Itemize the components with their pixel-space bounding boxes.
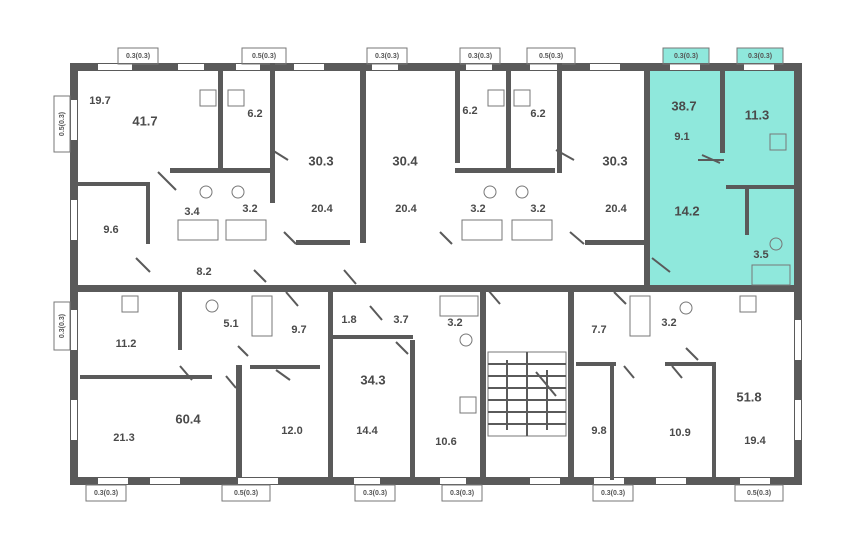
balcony-label: 0.5(0.3) xyxy=(234,490,258,497)
balcony-label: 0.3(0.3) xyxy=(59,314,66,338)
balcony-label: 0.3(0.3) xyxy=(450,490,474,497)
balcony-label: 0.3(0.3) xyxy=(375,53,399,60)
balcony-label: 0.3(0.3) xyxy=(748,53,772,60)
stairs-icon xyxy=(487,351,567,437)
area-label: 3.2 xyxy=(447,317,462,329)
area-label: 3.2 xyxy=(661,317,676,329)
area-label: 12.0 xyxy=(281,425,302,437)
balcony-label: 0.3(0.3) xyxy=(468,53,492,60)
area-label: 3.4 xyxy=(184,206,200,218)
area-label: 38.7 xyxy=(671,98,696,113)
area-label: 34.3 xyxy=(360,372,385,387)
area-label: 9.7 xyxy=(291,324,306,336)
area-label: 10.9 xyxy=(669,427,690,439)
area-label: 14.2 xyxy=(674,203,699,218)
area-label: 30.3 xyxy=(602,153,627,168)
area-label: 20.4 xyxy=(395,203,417,215)
area-label: 3.7 xyxy=(393,314,408,326)
area-label: 9.8 xyxy=(591,425,606,437)
area-label: 21.3 xyxy=(113,432,134,444)
balcony-label: 0.5(0.3) xyxy=(59,112,66,136)
area-label: 10.6 xyxy=(435,436,456,448)
area-label: 20.4 xyxy=(605,203,627,215)
area-label: 51.8 xyxy=(736,389,761,404)
area-label: 3.2 xyxy=(470,203,485,215)
balcony-label: 0.3(0.3) xyxy=(94,490,118,497)
area-label: 11.3 xyxy=(745,107,770,122)
interior-walls xyxy=(78,63,796,480)
fixtures xyxy=(177,219,791,337)
balcony-label: 0.5(0.3) xyxy=(252,53,276,60)
doors xyxy=(135,149,724,389)
area-label: 14.4 xyxy=(356,425,378,437)
balcony-label: 0.5(0.3) xyxy=(747,490,771,497)
windows xyxy=(71,64,801,484)
area-label: 9.1 xyxy=(674,131,689,143)
balcony-label: 0.3(0.3) xyxy=(601,490,625,497)
area-label: 30.4 xyxy=(392,153,418,168)
balcony-label: 0.3(0.3) xyxy=(363,490,387,497)
toilet-icon xyxy=(199,185,783,347)
room-labels: 41.7 19.7 6.2 3.4 3.2 9.6 8.2 30.3 20.4 … xyxy=(89,95,769,448)
area-label: 3.5 xyxy=(753,249,768,261)
area-label: 19.4 xyxy=(744,435,766,447)
stove-icon xyxy=(121,89,787,414)
area-label: 3.2 xyxy=(530,203,545,215)
area-label: 6.2 xyxy=(530,108,545,120)
area-label: 11.2 xyxy=(116,338,137,350)
area-label: 9.6 xyxy=(103,224,118,236)
balcony-label: 0.5(0.3) xyxy=(539,53,563,60)
area-label: 30.3 xyxy=(308,153,333,168)
balcony-label: 0.3(0.3) xyxy=(674,53,698,60)
area-label: 3.2 xyxy=(242,203,257,215)
area-label: 19.7 xyxy=(89,95,110,107)
area-label: 7.7 xyxy=(591,324,606,336)
area-label: 8.2 xyxy=(196,266,211,278)
balconies xyxy=(53,47,784,502)
highlight-balcony-2 xyxy=(737,48,783,66)
outer-walls xyxy=(70,63,802,485)
area-label: 41.7 xyxy=(132,113,157,128)
balcony-labels: 0.3(0.3) 0.5(0.3) 0.3(0.3) 0.3(0.3) 0.5(… xyxy=(59,53,772,497)
area-label: 60.4 xyxy=(175,411,201,426)
area-label: 1.8 xyxy=(341,314,356,326)
area-label: 5.1 xyxy=(223,318,238,330)
area-label: 6.2 xyxy=(247,108,262,120)
highlight-balcony-1 xyxy=(663,48,709,66)
area-label: 6.2 xyxy=(462,105,477,117)
balcony-label: 0.3(0.3) xyxy=(126,53,150,60)
area-label: 20.4 xyxy=(311,203,333,215)
